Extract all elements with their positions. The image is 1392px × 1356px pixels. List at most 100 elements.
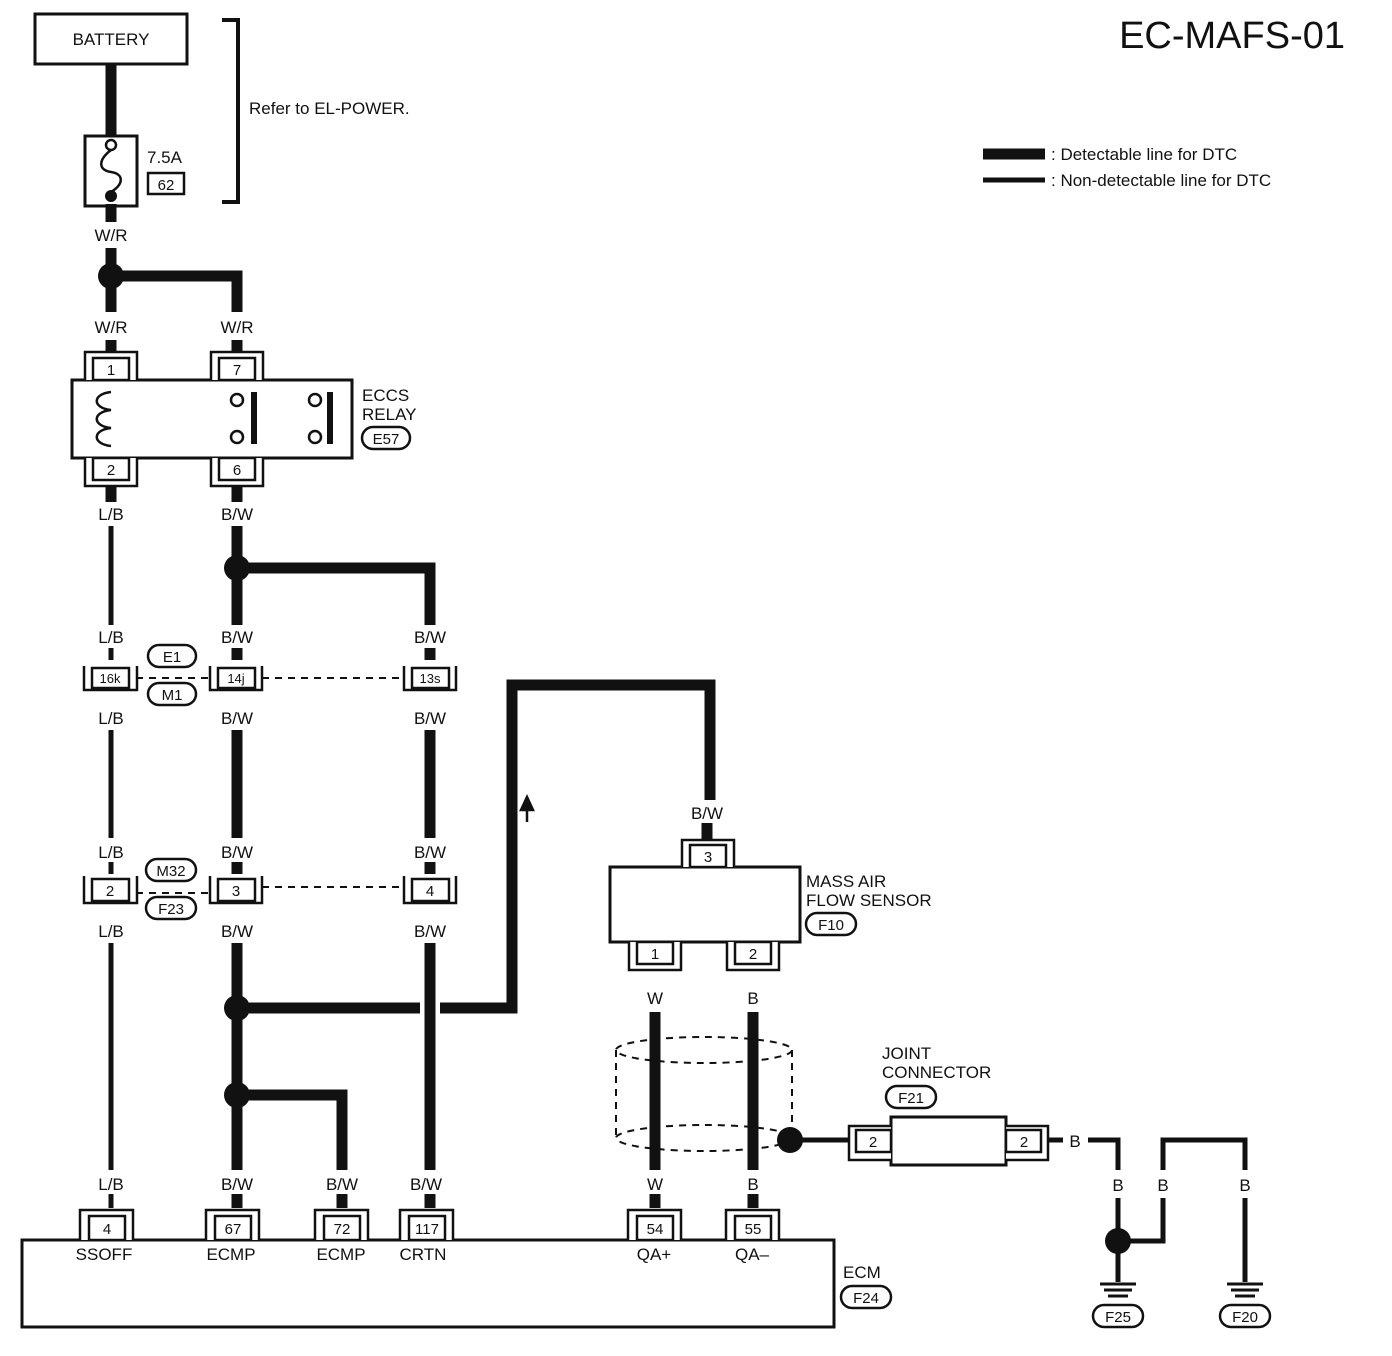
wire-b-g2-up	[1160, 1137, 1248, 1170]
joint-pin-right: 2	[1004, 1124, 1050, 1162]
wire-color-b: B	[1239, 1176, 1250, 1195]
legend: : Detectable line for DTC : Non-detectab…	[983, 145, 1271, 190]
connector-pin-16k: 16k	[82, 666, 139, 692]
wire-color-bw: B/W	[326, 1175, 358, 1194]
wire-color-lb: L/B	[98, 628, 124, 647]
ecm-terminal-qa-plus: 54 QA+	[626, 1208, 683, 1264]
svg-text:4: 4	[103, 1221, 111, 1238]
legend-detectable-label: : Detectable line for DTC	[1051, 145, 1237, 164]
svg-text:117: 117	[415, 1221, 439, 1238]
joint-connector-box	[889, 1115, 1008, 1167]
connector-id-e1: E1	[163, 649, 181, 666]
wire-bw-to-maf-2	[440, 679, 716, 1014]
ecm-terminal-ecmp-72: 72 ECMP	[313, 1208, 370, 1264]
wire-color-b: B	[1112, 1176, 1123, 1195]
joint-connector-name-2: CONNECTOR	[882, 1063, 991, 1082]
wire-color-w: W	[647, 989, 663, 1008]
wire-bw-to-ecm72	[237, 1089, 348, 1170]
wire-color-bw: B/W	[221, 922, 253, 941]
svg-text:72: 72	[334, 1221, 351, 1238]
maf-pin-3: 3	[680, 838, 736, 869]
fuse-element-icon	[100, 149, 122, 194]
connector-id-oval	[146, 681, 198, 707]
svg-text:3: 3	[232, 883, 240, 900]
svg-text:ECMP: ECMP	[206, 1245, 255, 1264]
svg-text:1: 1	[107, 362, 115, 379]
svg-text:54: 54	[647, 1221, 664, 1238]
legend-non-detectable-label: : Non-detectable line for DTC	[1051, 171, 1271, 190]
ecm-terminal-crtn: 117 CRTN	[398, 1208, 455, 1264]
ecm-connector-oval	[839, 1284, 893, 1310]
maf-sensor-name-1: MASS AIR	[806, 872, 886, 891]
svg-text:55: 55	[745, 1221, 762, 1238]
svg-text:SSOFF: SSOFF	[76, 1245, 133, 1264]
wire-color-lb: L/B	[98, 922, 124, 941]
maf-sensor-box	[608, 865, 802, 944]
connector-id-m1: M1	[162, 687, 183, 704]
relay-contact-icon	[229, 429, 245, 445]
wire-color-bw: B/W	[221, 628, 253, 647]
ecm-box	[20, 1238, 836, 1329]
wire-color-bw-maf: B/W	[691, 804, 723, 823]
ground-id-1: F25	[1105, 1309, 1131, 1326]
eccs-relay-name-2: RELAY	[362, 405, 417, 424]
svg-text:ECMP: ECMP	[316, 1245, 365, 1264]
wire-color-bw: B/W	[221, 709, 253, 728]
wire-color-bw: B/W	[221, 505, 253, 524]
wire-color-bw: B/W	[221, 1175, 253, 1194]
wire-color-bw: B/W	[414, 843, 446, 862]
fuse-number-box	[146, 171, 186, 196]
wire-color-b: B	[1157, 1176, 1168, 1195]
wire-color-b-ecm: B	[747, 1175, 758, 1194]
refer-note: Refer to EL-POWER.	[249, 99, 410, 118]
ecm-connector: F24	[853, 1290, 879, 1307]
relay-contact-icon	[307, 392, 323, 408]
connector-id-f23: F23	[158, 901, 184, 918]
wire-color-lb: L/B	[98, 843, 124, 862]
svg-text:6: 6	[233, 462, 241, 479]
wire-b-to-ground	[1088, 1137, 1121, 1170]
relay-pin-6: 6	[209, 456, 265, 488]
wire-color-w-ecm: W	[647, 1175, 663, 1194]
connector-pin-14j: 14j	[208, 666, 264, 692]
joint-pin-left: 2	[847, 1124, 893, 1162]
wire-color-wr-pin7: W/R	[220, 318, 253, 337]
ecm-terminal-qa-minus: 55 QA–	[724, 1208, 781, 1264]
refer-bracket	[222, 18, 240, 204]
connector-pin-13s: 13s	[402, 666, 458, 692]
maf-pin-2: 2	[725, 940, 781, 972]
connector-id-oval	[144, 895, 198, 921]
fuse-top-terminal	[104, 138, 118, 152]
svg-text:16k: 16k	[100, 671, 121, 686]
harness-connector-1: 16k 14j 13s E1 M1	[82, 643, 458, 707]
svg-text:3: 3	[704, 849, 712, 866]
wire-color-lb: L/B	[98, 1175, 124, 1194]
page-title: EC-MAFS-01	[1119, 15, 1345, 57]
svg-text:7: 7	[233, 362, 241, 379]
joint-connector-name-1: JOINT	[882, 1044, 931, 1063]
svg-text:1: 1	[651, 946, 659, 963]
ecm-terminal-ssoff: 4 SSOFF	[76, 1208, 135, 1264]
svg-text:2: 2	[107, 462, 115, 479]
svg-text:CRTN: CRTN	[400, 1245, 447, 1264]
ground-icon	[1100, 1282, 1136, 1298]
battery-label: BATTERY	[73, 30, 150, 49]
wire-color-bw: B/W	[414, 628, 446, 647]
maf-connector: F10	[818, 917, 844, 934]
shield-icon	[615, 1036, 793, 1152]
relay-contact-icon	[229, 392, 245, 408]
svg-text:14j: 14j	[227, 671, 244, 686]
joint-connector-id: F21	[898, 1090, 924, 1107]
svg-text:2: 2	[1020, 1134, 1028, 1151]
maf-pin-1: 1	[627, 940, 683, 972]
svg-text:QA+: QA+	[637, 1245, 672, 1264]
eccs-relay-connector-oval	[360, 425, 412, 451]
arrow-up-icon	[519, 794, 535, 822]
wire-color-lb: L/B	[98, 505, 124, 524]
harness-connector-2: 2 3 4 M32 F23	[82, 857, 458, 921]
ecm-terminal-ecmp-67: 67 ECMP	[204, 1208, 261, 1264]
ground-connector-oval	[1091, 1303, 1145, 1329]
connector-id-m32: M32	[156, 863, 185, 880]
svg-text:4: 4	[426, 883, 434, 900]
svg-text:QA–: QA–	[735, 1245, 770, 1264]
